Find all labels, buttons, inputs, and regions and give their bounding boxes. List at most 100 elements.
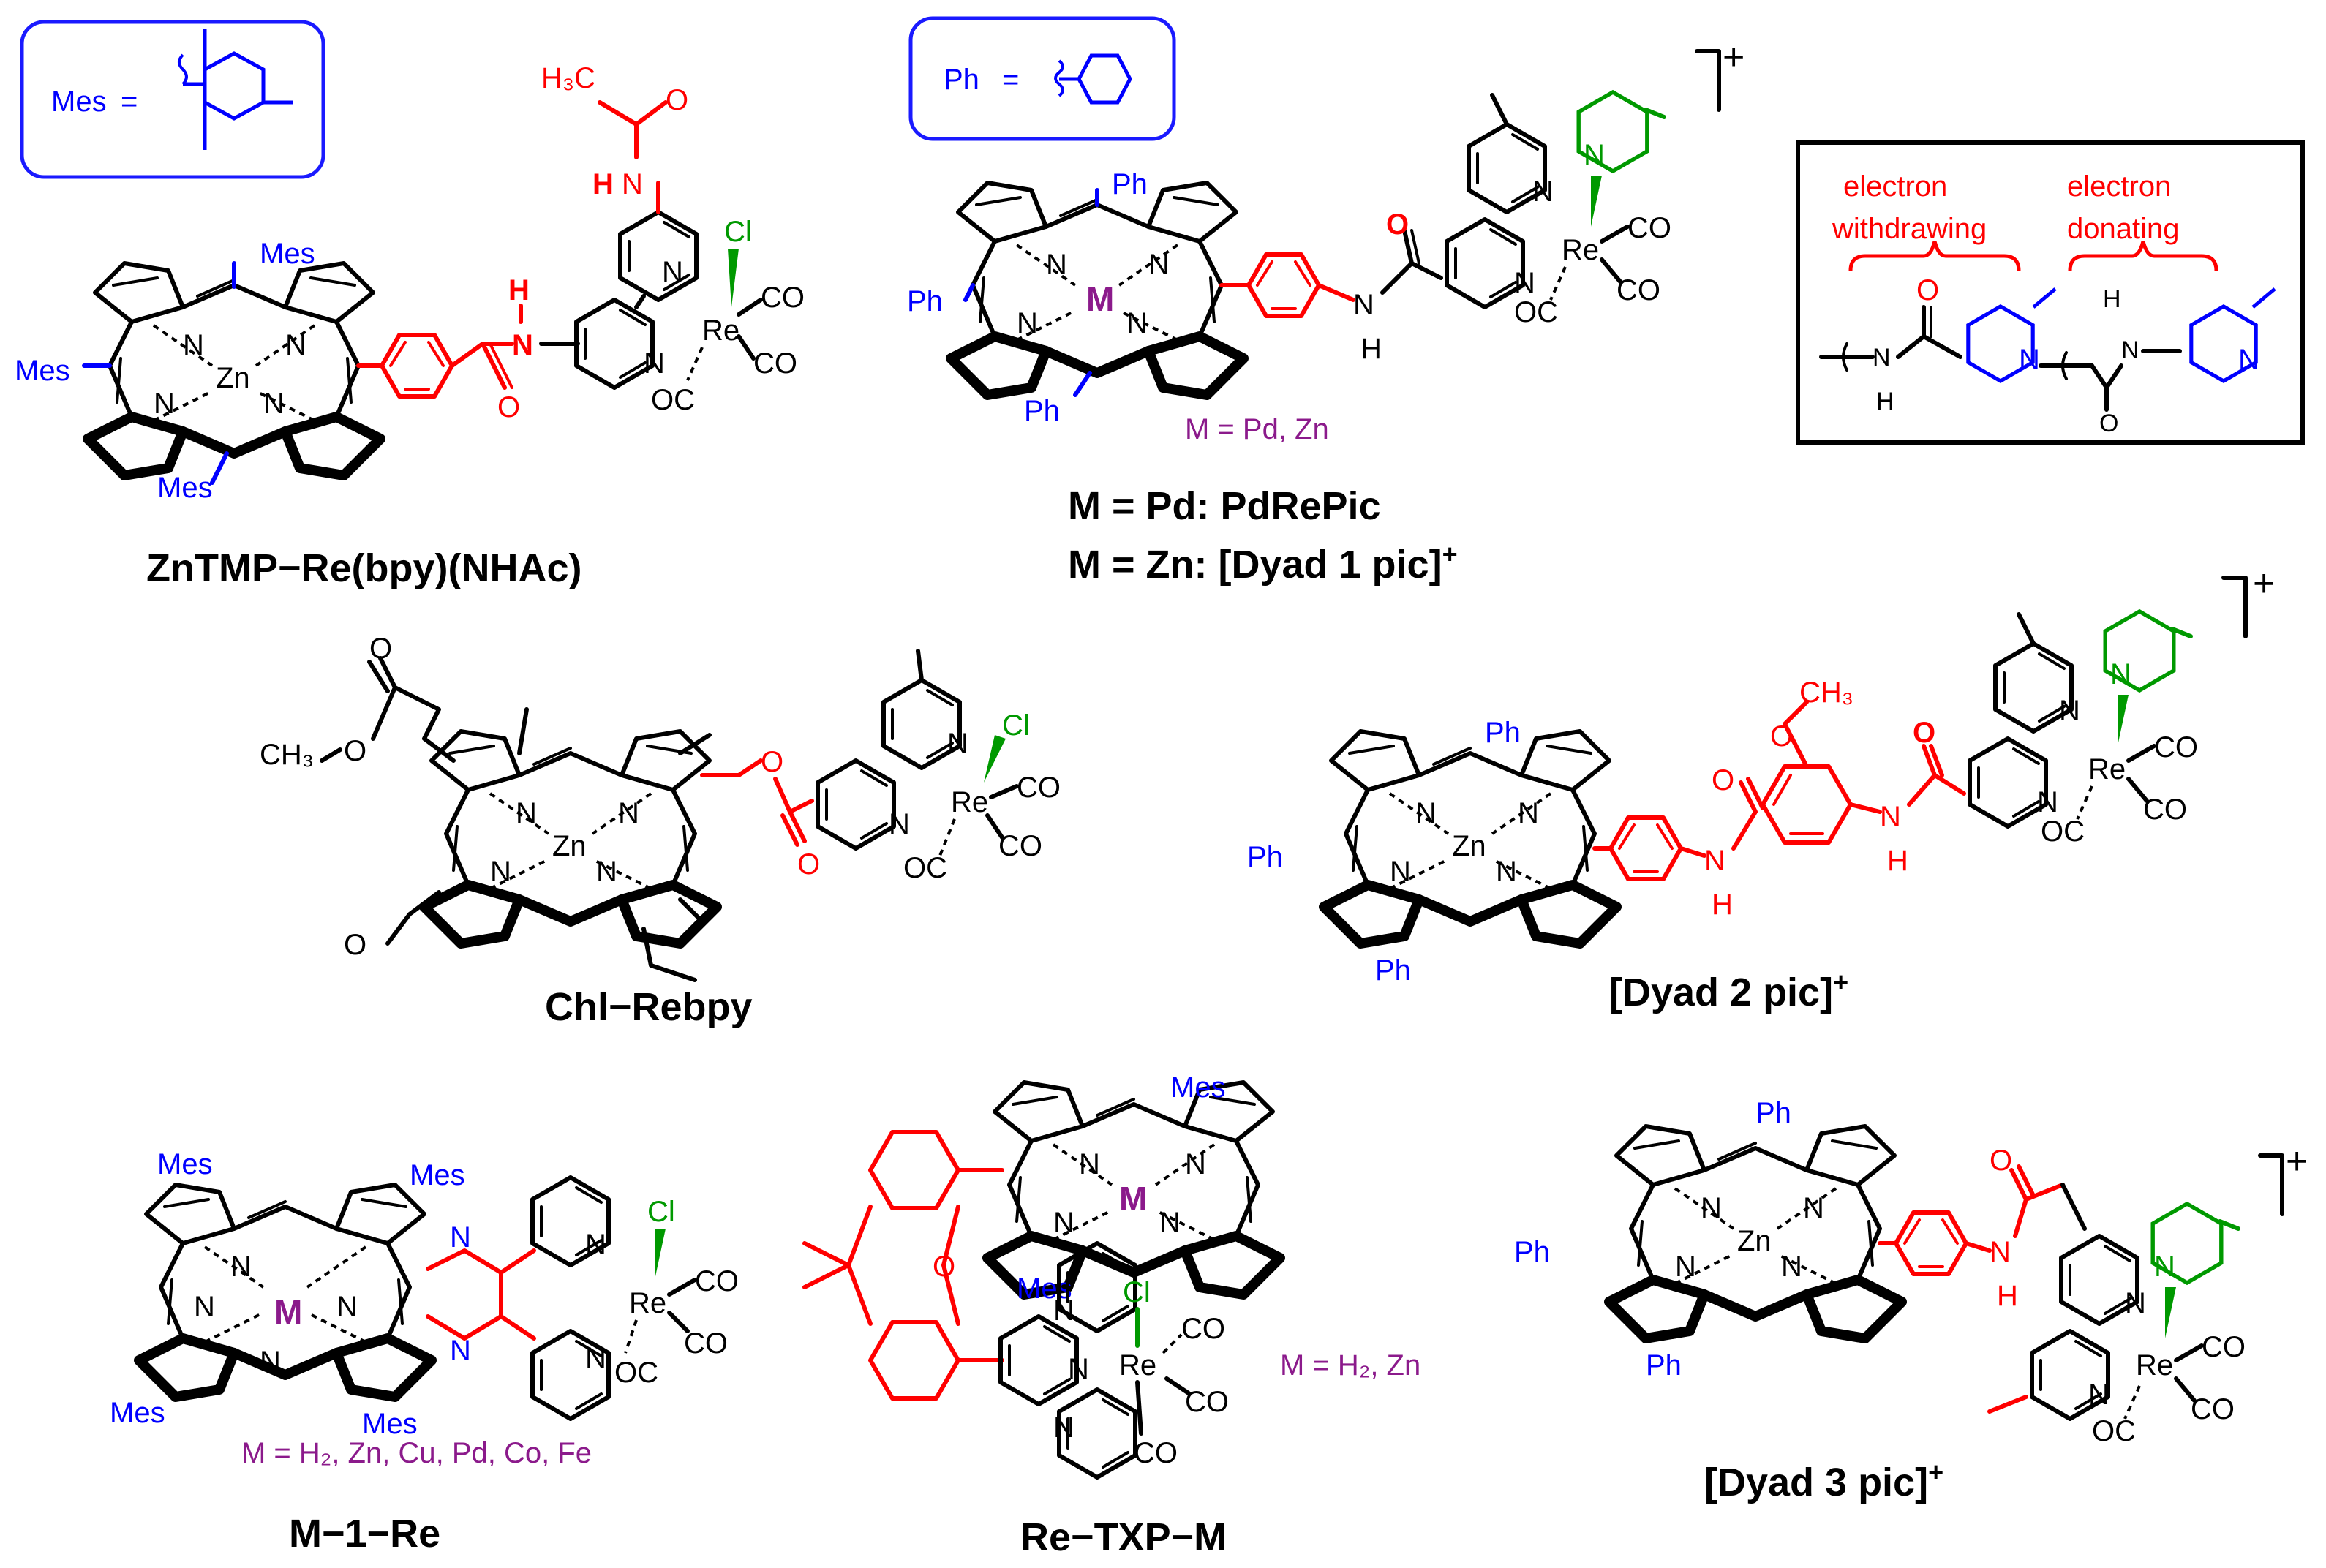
chl-O1: O [369,633,392,665]
dyad1-Re: Re [1562,234,1599,266]
m1re-mes-3: Mes [110,1397,165,1429]
dyad2-O1: O [1712,764,1734,796]
dyad1-bpy-N1: N [1514,267,1535,299]
m1re-N1: N [230,1251,252,1283]
dyad2-OC: OC [2041,815,2085,848]
zntmp-N1: N [183,329,204,361]
m1re-mes-4: Mes [362,1408,418,1440]
retxp-O: O [933,1251,955,1283]
m1re-M: M [274,1293,302,1331]
legend-O2: O [2099,410,2118,437]
legend-N1: N [1873,344,1891,372]
m1re-mes-1: Mes [157,1148,213,1180]
m1re-N4: N [260,1346,281,1378]
zntmp-Zn: Zn [216,362,250,394]
chl-O-carbonyl: O [797,848,820,881]
chl-Cl: Cl [1002,709,1030,742]
dyad2-charge: + [2253,562,2275,605]
chl-CH3: CH₃ [260,739,314,771]
dyad3-ph-left: Ph [1514,1236,1550,1268]
retxp-title: Re−TXP−M [1020,1515,1227,1559]
zntmp-CO1: CO [761,282,805,314]
dyad2-CH3: CH₃ [1799,676,1853,709]
dyad1-OC: OC [1514,296,1558,328]
dyad2-CO2: CO [2143,794,2187,826]
dyad3-CO1: CO [2202,1331,2246,1363]
dyad1-ph-left: Ph [907,285,943,317]
compound-zntmp: N N N N Zn Mes Mes Mes O N H N N H N H₃C… [15,62,805,590]
dyad2-O2: O [1913,717,1935,749]
retxp-N4: N [1159,1207,1181,1239]
xanthene-backbone [802,1130,1004,1401]
dyad3-bpy-N1: N [2125,1287,2146,1319]
dyad3-N4: N [1781,1251,1802,1283]
chl-N2: N [618,797,639,829]
m1re-N3: N [194,1291,215,1323]
mes-definition-box: Mes = [20,20,325,179]
electron-effect-legend: electron withdrawing electron donating N… [1796,140,2305,445]
compound-retxp: N N N N M Mes Mes O N N N Re Cl CO CO CO… [802,1071,1420,1559]
chl-Re: Re [951,786,988,818]
dyad1-M: M [1086,280,1114,318]
chl-title: Chl−Rebpy [545,985,753,1029]
legend-donating-line2: donating [2067,213,2179,245]
dyad2-N-amide1: N [1704,845,1725,877]
m1re-CO1: CO [695,1265,739,1297]
dyad1-ph-bottom: Ph [1024,395,1060,427]
zntmp-mes-bottom: Mes [157,472,213,504]
compound-dyad2: N N N N Zn Ph Ph Ph N H O O CH₃ N H O N … [1247,562,2275,1014]
dyad3-N-amide: N [1990,1236,2011,1268]
m1re-Re: Re [629,1287,666,1319]
zntmp-H-amide: H [508,274,530,306]
dyad2-N1: N [1415,797,1437,829]
dyad1-title-main: M = Zn: [Dyad 1 pic] [1068,543,1442,587]
ph-label: Ph [944,64,979,96]
m1re-title: M−1−Re [289,1512,440,1556]
legend-N2: N [2019,344,2040,376]
dyad3-title-main: [Dyad 3 pic] [1704,1460,1928,1504]
m1re-pz-N1: N [450,1221,471,1254]
dyad3-N3: N [1675,1251,1696,1283]
zntmp-CO2: CO [753,347,797,380]
dyad3-pic-N: N [2154,1251,2175,1283]
dyad2-N3: N [1390,856,1411,888]
dyad3-O: O [1990,1145,2012,1177]
retxp-CO3: CO [1134,1437,1178,1469]
dyad1-title-line2: M = Zn: [Dyad 1 pic]+ [1068,539,1458,587]
retxp-mes-bottom: Mes [1017,1273,1072,1305]
legend-withdrawing-line2: withdrawing [1832,213,1987,245]
zntmp-mes-top: Mes [260,238,315,270]
chl-bpy-N2: N [947,728,968,760]
chl-CO2: CO [998,830,1042,862]
dyad1-N2: N [1148,249,1170,281]
zntmp-N3: N [154,388,175,420]
dyad2-ph-left: Ph [1247,841,1283,873]
legend-N3: N [2121,336,2139,364]
dyad3-charge: + [2286,1140,2308,1183]
chl-N4: N [596,856,617,888]
compound-m1re: N N N N M Mes Mes Mes Mes N N N N Re Cl … [110,1148,739,1556]
chl-N1: N [516,797,537,829]
dyad3-CO2: CO [2191,1393,2235,1425]
dyad1-charge: + [1723,36,1744,78]
zntmp-title: ZnTMP−Re(bpy)(NHAc) [146,546,582,590]
compound-dyad1: N N N N M Ph Ph Ph N H O N N Re N CO CO … [907,36,1744,587]
m1re-CO2: CO [684,1327,728,1360]
legend-H2: H [2103,285,2121,313]
dyad2-H-amide2: H [1887,845,1908,877]
legend-N4: N [2238,344,2259,376]
mes-equals: = [121,86,138,118]
zntmp-OC: OC [651,384,695,416]
phenyl-ring [1054,53,1132,105]
zntmp-Re: Re [702,314,739,347]
retxp-Re: Re [1119,1349,1156,1382]
dyad1-N1: N [1046,249,1067,281]
mes-label: Mes [51,86,107,118]
dyad2-N2: N [1518,797,1539,829]
dyad2-Re: Re [2088,753,2126,785]
chl-CO1: CO [1017,772,1061,804]
compound-chl: N N N N Zn O O CH₃ O O O N N Re Cl CO CO… [260,633,1061,1029]
retxp-CO2: CO [1185,1386,1229,1418]
dyad1-O: O [1386,208,1409,241]
